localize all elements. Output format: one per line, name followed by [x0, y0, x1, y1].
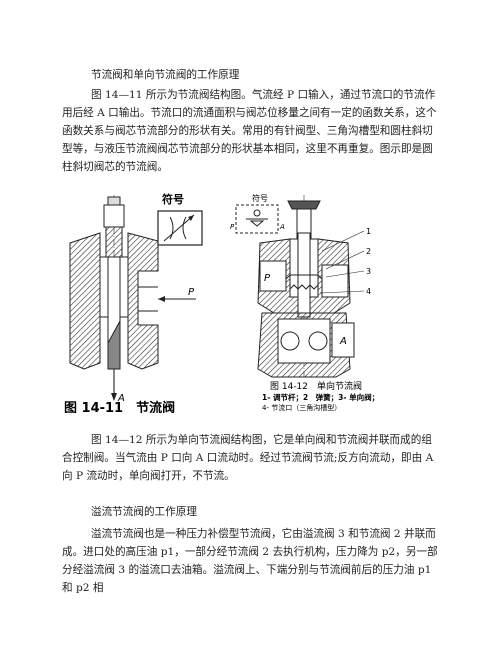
paragraph-throttle-valve: 图 14—11 所示为节流阀结构图。气流经 P 口输入，通过节流口的节流作用后经… [62, 89, 437, 173]
fig2-symbol-title: 符号 [252, 193, 268, 203]
fig1-symbol: 符号 [157, 192, 203, 246]
fig1-symbol-title: 符号 [162, 193, 184, 206]
fig2-caption-parts: 1- 调节杆；2 弹簧；3- 单向阀； [262, 392, 379, 403]
fig1-caption: 图 14-11 节流阀 [64, 400, 175, 413]
fig2-part-4: 4 [366, 287, 371, 296]
fig2-label-a: A [339, 336, 347, 347]
paragraph-one-way-throttle: 图 14—12 所示为单向节流阀结构图，它是单向阀和节流阀并联而成的组合控制阀。… [62, 434, 434, 482]
fig2-part-2: 2 [366, 247, 371, 256]
heading-throttle-valve: 节流阀和单向节流阀的工作原理 [91, 69, 240, 81]
figure-14-11: P A 符号 [69, 192, 203, 404]
fig1-label-p: P [188, 287, 195, 298]
figure-14-12: 符号 P A P A [230, 193, 379, 412]
figures-svg: P A 符号 图 14-11 节流阀 符号 P [64, 192, 379, 416]
fig1-label-a: A [117, 393, 125, 404]
fig2-symbol: 符号 P A [230, 193, 285, 234]
fig2-label-p: P [264, 273, 271, 284]
fig2-part-1: 1 [366, 227, 371, 236]
fig2-symbol-a: A [279, 223, 285, 231]
heading-overflow-throttle: 溢流节流阀的工作原理 [91, 506, 197, 518]
fig2-caption-note: 4- 节流口（三角沟槽型） [262, 403, 341, 412]
figure-area: P A 符号 图 14-11 节流阀 符号 P [64, 192, 444, 416]
fig2-symbol-p: P [230, 223, 235, 231]
paragraph-overflow-throttle: 溢流节流阀也是一种压力补偿型节流阀，它由溢流阀 3 和节流阀 2 并联而成。进口… [62, 528, 438, 594]
fig2-caption-title: 图 14-12 单向节流阀 [270, 380, 362, 392]
fig2-part-3: 3 [366, 267, 371, 276]
